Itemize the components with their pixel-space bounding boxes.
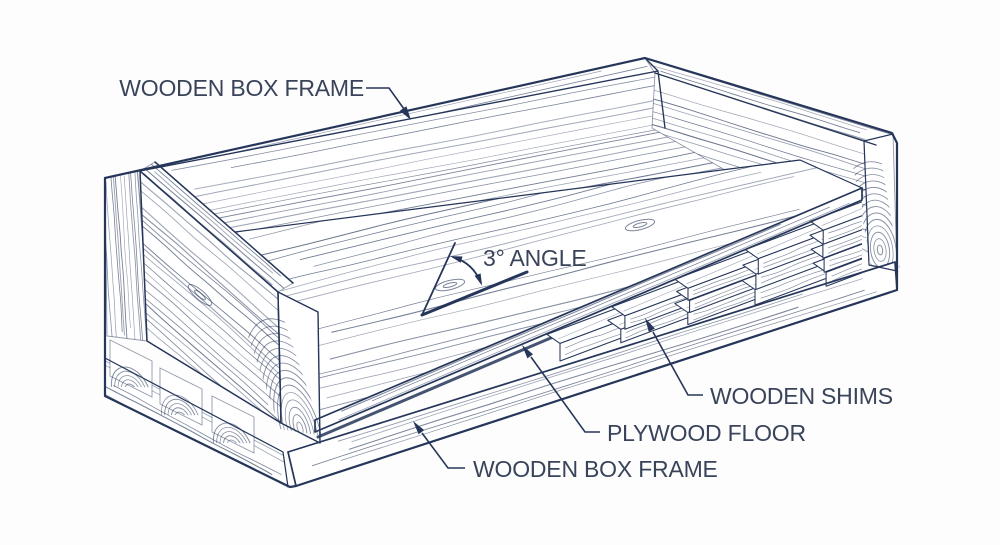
annotation-layer: WOODEN BOX FRAME 3° ANGLE WOODEN SHIMS P… [119,75,893,482]
angle-arc-arrowhead-upper [450,256,463,263]
leader-bottom-frame [421,432,465,469]
edge-top-silhouette [103,56,899,274]
edge-left-end-grain [277,291,321,444]
leader-top-frame [366,87,405,110]
label-wooden-box-frame-bottom: WOODEN BOX FRAME [473,456,718,482]
edge-bottom-rail [287,261,898,487]
arrowhead-shims [645,318,655,332]
arrowhead-top-frame [399,106,411,120]
angle-line-steep [421,242,456,316]
wooden-shims-layer [546,201,862,362]
label-wooden-box-frame-top: WOODEN BOX FRAME [119,75,364,101]
arrowhead-plywood [522,345,533,359]
angle-indicator [420,242,529,317]
edge-inner-rims [139,57,877,172]
edge-bottom-plate [104,357,289,488]
outline-layer [103,56,899,489]
edge-plywood-band [314,187,863,433]
leader-shims [652,331,703,396]
wooden-shim [809,201,862,245]
edge-plywood-back [234,159,863,233]
face-back-rail-end-strip [104,170,148,342]
angle-arc-arrowhead-lower [474,273,483,286]
label-wooden-shims: WOODEN SHIMS [710,383,893,409]
arrowhead-bottom-frame [413,421,425,435]
label-angle: 3° ANGLE [483,245,586,271]
leader-plywood [530,356,600,433]
label-plywood-floor: PLYWOOD FLOOR [607,420,806,446]
edge-right-end-grain [863,133,898,272]
angle-line-slope [420,270,529,317]
